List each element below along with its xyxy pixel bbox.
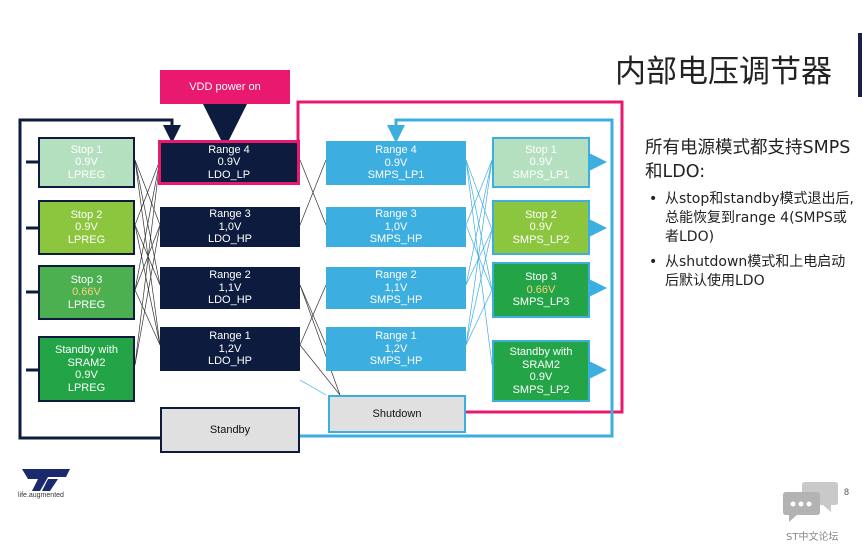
box-line: 1,1V: [384, 281, 408, 294]
ldo-range1-box: Range 1 1,2V LDO_HP: [160, 327, 300, 371]
box-line: LPREG: [67, 298, 106, 311]
box-line: Standby with: [509, 346, 573, 358]
box-line: SMPS_HP: [369, 233, 423, 246]
box-line: SMPS_HP: [369, 294, 423, 307]
smps-range3-box: Range 3 1,0V SMPS_HP: [326, 207, 466, 247]
box-line: Standby with: [55, 344, 118, 356]
smps-range2-box: Range 2 1,1V SMPS_HP: [326, 267, 466, 309]
stop3-smps-box: Stop 3 0.66V SMPS_LP3: [492, 262, 590, 318]
forum-label: ST中文论坛: [786, 532, 839, 543]
shutdown-label: Shutdown: [372, 407, 422, 420]
box-line: 0.9V: [529, 156, 553, 169]
box-line: SMPS_LP3: [512, 296, 570, 309]
st-logo-icon: [22, 469, 70, 491]
accent-bar: [858, 33, 862, 97]
box-line: 0.9V: [75, 156, 98, 169]
box-line: LDO_HP: [207, 294, 253, 307]
box-line: SMPS_LP1: [512, 168, 570, 181]
box-line: LPREG: [67, 233, 106, 246]
ldo-range3-box: Range 3 1,0V LDO_HP: [160, 207, 300, 247]
box-line: LDO_LP: [207, 168, 251, 181]
box-line: 1,2V: [384, 342, 408, 355]
page-title: 内部电压调节器: [615, 54, 832, 90]
box-line: Range 1: [375, 330, 417, 343]
side-heading: 所有电源模式都支持SMPS和LDO:: [645, 138, 851, 182]
box-line: 1,2V: [218, 342, 242, 355]
box-line: SMPS_LP2: [512, 383, 570, 396]
box-line: LPREG: [67, 168, 106, 181]
box-line: LPREG: [67, 381, 106, 394]
bullet-list: 从stop和standby模式退出后,总能恢复到range 4(SMPS或者LD…: [645, 190, 857, 291]
standby-sram2-lpreg-box: Standby with SRAM2 0.9V LPREG: [38, 336, 135, 402]
box-line: 0.9V: [75, 221, 98, 234]
box-line: Range 4: [208, 143, 250, 156]
page-number: 8: [844, 487, 850, 497]
chat-bubbles-icon: [783, 482, 838, 522]
box-line: SRAM2: [67, 356, 106, 369]
stop1-lpreg-box: Stop 1 0.9V LPREG: [38, 137, 135, 188]
box-line: Stop 1: [70, 143, 103, 156]
shutdown-box: Shutdown: [328, 395, 466, 433]
standby-sram2-smps-box: Standby with SRAM2 0.9V SMPS_LP2: [492, 340, 590, 402]
box-line: LDO_HP: [207, 355, 253, 368]
stop1-smps-box: Stop 1 0.9V SMPS_LP1: [492, 137, 590, 188]
box-line: SMPS_HP: [369, 355, 423, 368]
box-line: Stop 3: [525, 271, 557, 284]
box-line: Range 1: [209, 330, 251, 343]
box-line: Range 2: [375, 269, 417, 282]
box-line: Stop 3: [70, 273, 103, 286]
smps-range1-box: Range 1 1,2V SMPS_HP: [326, 327, 466, 371]
box-line: LDO_HP: [207, 233, 253, 246]
box-line: Stop 2: [70, 208, 103, 221]
box-line: 0.9V: [529, 371, 553, 383]
box-line: SMPS_LP2: [512, 233, 570, 246]
box-line: Range 3: [375, 208, 417, 221]
box-line: Stop 1: [525, 143, 557, 156]
stop2-smps-box: Stop 2 0.9V SMPS_LP2: [492, 200, 590, 255]
box-line: 1,1V: [218, 281, 242, 294]
side-notes: 所有电源模式都支持SMPS和LDO: 从stop和standby模式退出后,总能…: [645, 136, 857, 297]
standby-box: Standby: [160, 407, 300, 453]
box-line: 0.66V: [526, 283, 556, 296]
box-line: SRAM2: [522, 358, 560, 371]
box-line: 0.9V: [75, 369, 98, 381]
stop2-lpreg-box: Stop 2 0.9V LPREG: [38, 200, 135, 255]
ldo-range2-box: Range 2 1,1V LDO_HP: [160, 267, 300, 309]
box-line: 0.66V: [72, 286, 101, 299]
box-line: 1,0V: [218, 220, 242, 233]
box-line: Stop 2: [525, 208, 557, 221]
box-line: 0.9V: [384, 156, 408, 169]
box-line: Range 2: [209, 269, 251, 282]
ldo-range4-box: Range 4 0.9V LDO_LP: [158, 140, 300, 185]
standby-label: Standby: [209, 423, 251, 436]
box-line: Range 3: [209, 208, 251, 221]
smps-range4-box: Range 4 0.9V SMPS_LP1: [326, 141, 466, 185]
box-line: 0.9V: [217, 156, 241, 169]
box-line: SMPS_LP1: [367, 169, 425, 182]
box-line: 1,0V: [384, 220, 408, 233]
vdd-power-on-label: VDD power on: [160, 70, 290, 104]
bullet-item: 从shutdown模式和上电启动后默认使用LDO: [649, 253, 857, 291]
box-line: Range 4: [375, 144, 417, 157]
box-line: 0.9V: [529, 221, 553, 234]
stop3-lpreg-box: Stop 3 0.66V LPREG: [38, 265, 135, 320]
logo-tagline: life.augmented: [18, 492, 64, 499]
bullet-item: 从stop和standby模式退出后,总能恢复到range 4(SMPS或者LD…: [649, 190, 857, 247]
